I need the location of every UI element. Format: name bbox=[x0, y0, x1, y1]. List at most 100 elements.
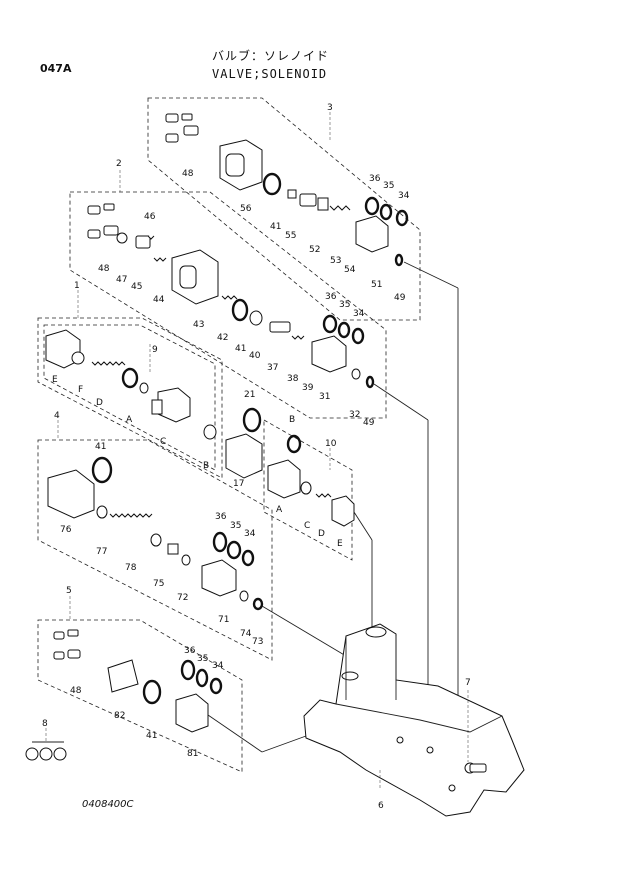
callout-48: 48 bbox=[182, 169, 194, 179]
callout-41: 41 bbox=[146, 731, 157, 741]
spacer-icon bbox=[167, 543, 179, 555]
drawing-reference: 0408400C bbox=[82, 799, 134, 810]
callout-43: 43 bbox=[193, 320, 204, 330]
callout-81: 81 bbox=[187, 749, 198, 759]
callout-56: 56 bbox=[240, 204, 252, 214]
bolt-icon bbox=[103, 225, 119, 236]
spool-icon bbox=[269, 321, 291, 333]
callout-4: 4 bbox=[54, 411, 60, 421]
callout-74: 74 bbox=[240, 629, 252, 639]
washer-icon bbox=[71, 351, 85, 365]
callout-21: 21 bbox=[244, 390, 255, 400]
o-ring-icon bbox=[351, 327, 365, 345]
pin-icon bbox=[147, 235, 155, 240]
bolt-icon bbox=[67, 629, 79, 637]
bolt-icon bbox=[103, 203, 115, 211]
o-ring-icon bbox=[379, 203, 393, 221]
port-icon bbox=[426, 746, 434, 754]
o-ring-icon bbox=[322, 314, 338, 334]
valve-body-icon bbox=[225, 433, 263, 479]
o-ring-icon bbox=[262, 172, 282, 196]
port-icon bbox=[365, 626, 387, 638]
callout-17: 17 bbox=[233, 479, 244, 489]
o-ring-icon bbox=[142, 679, 162, 705]
callout-36: 36 bbox=[369, 174, 381, 184]
group-2-solenoid-assembly: 2 46 48 47 45 44 43 42 41 40 37 38 39 36… bbox=[69, 159, 429, 725]
callout-47: 47 bbox=[116, 275, 127, 285]
valve-body-icon bbox=[201, 559, 237, 597]
cap-icon bbox=[203, 424, 217, 440]
callout-A: A bbox=[126, 415, 133, 425]
group-8-plug-set: 8 bbox=[25, 719, 67, 761]
plunger-icon bbox=[317, 197, 329, 211]
o-ring-icon bbox=[121, 367, 139, 389]
bolt-icon bbox=[181, 113, 193, 121]
port-icon bbox=[448, 784, 456, 792]
o-ring-icon bbox=[241, 549, 255, 567]
callout-C: C bbox=[304, 521, 310, 531]
callout-A: A bbox=[276, 505, 283, 515]
callout-B: B bbox=[289, 415, 295, 425]
bolt-icon bbox=[53, 631, 65, 640]
callout-54: 54 bbox=[344, 265, 356, 275]
bolt-icon bbox=[183, 125, 199, 136]
callout-35: 35 bbox=[230, 521, 241, 531]
valve-body-icon bbox=[355, 215, 389, 253]
callout-76: 76 bbox=[60, 525, 72, 535]
housing-body-icon bbox=[303, 623, 525, 817]
callout-36: 36 bbox=[325, 292, 337, 302]
spring-icon bbox=[291, 335, 305, 340]
solenoid-core-icon bbox=[179, 265, 197, 289]
callout-38: 38 bbox=[287, 374, 299, 384]
callout-78: 78 bbox=[125, 563, 137, 573]
callout-40: 40 bbox=[249, 351, 261, 361]
group-3-outline bbox=[147, 97, 421, 321]
o-ring-icon bbox=[195, 668, 209, 688]
bolt-icon bbox=[67, 649, 81, 659]
bolt-icon bbox=[87, 205, 101, 215]
callout-51: 51 bbox=[371, 280, 382, 290]
callout-41: 41 bbox=[270, 222, 281, 232]
callout-E: E bbox=[52, 375, 58, 385]
bolt-icon bbox=[87, 229, 101, 239]
plug-icon bbox=[53, 747, 67, 761]
callout-36: 36 bbox=[184, 646, 196, 656]
washer-icon bbox=[116, 232, 128, 244]
callout-32: 32 bbox=[349, 410, 360, 420]
spring-icon bbox=[315, 493, 332, 498]
callout-49: 49 bbox=[394, 293, 406, 303]
callout-82: 82 bbox=[114, 711, 125, 721]
callout-3: 3 bbox=[327, 103, 333, 113]
callout-5: 5 bbox=[66, 586, 72, 596]
callout-41: 41 bbox=[95, 442, 106, 452]
group-5-outline bbox=[37, 619, 243, 773]
o-ring-icon bbox=[364, 196, 380, 216]
callout-6: 6 bbox=[378, 801, 384, 811]
valve-body-icon bbox=[157, 387, 191, 423]
callout-35: 35 bbox=[383, 181, 394, 191]
bolt-icon bbox=[53, 651, 65, 660]
callout-34: 34 bbox=[353, 309, 365, 319]
o-ring-icon bbox=[226, 540, 242, 560]
o-ring-icon bbox=[91, 456, 113, 484]
group-4-valve-assembly: 4 41 76 77 78 75 72 36 35 34 71 74 73 bbox=[37, 411, 347, 661]
callout-36: 36 bbox=[215, 512, 227, 522]
o-ring-icon bbox=[231, 298, 249, 322]
callout-1: 1 bbox=[74, 281, 80, 291]
washer-icon bbox=[96, 505, 108, 519]
seal-icon bbox=[239, 590, 249, 602]
callout-31: 31 bbox=[319, 392, 330, 402]
callout-48: 48 bbox=[70, 686, 82, 696]
spool-icon bbox=[267, 459, 301, 499]
washer-icon bbox=[150, 533, 162, 547]
group-10-valve-assembly: 21 B 10 17 A C D E bbox=[225, 390, 373, 628]
o-ring-icon bbox=[209, 677, 223, 695]
callout-E: E bbox=[337, 539, 343, 549]
callout-71: 71 bbox=[218, 615, 229, 625]
plug-icon bbox=[249, 310, 263, 326]
callout-41: 41 bbox=[235, 344, 246, 354]
spool-icon bbox=[299, 193, 317, 207]
spool-icon bbox=[151, 399, 163, 415]
